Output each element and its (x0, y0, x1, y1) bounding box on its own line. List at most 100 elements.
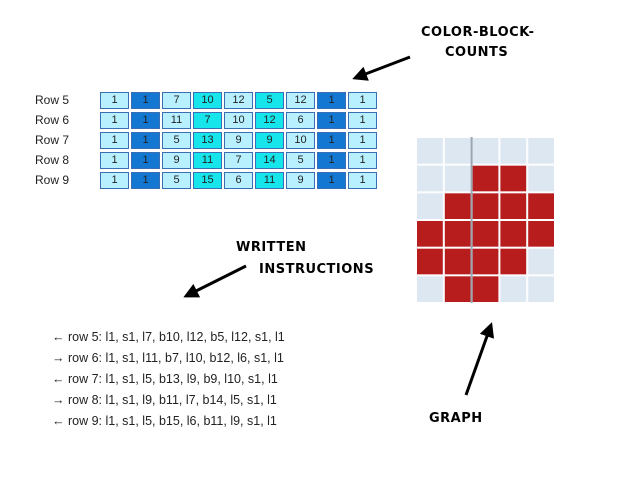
count-cell: 11 (162, 112, 191, 129)
graph-cell (443, 164, 472, 193)
count-cell: 1 (100, 172, 129, 189)
arrow-to-graph-icon (464, 322, 495, 396)
count-cell: 10 (193, 92, 222, 109)
count-cell: 1 (348, 112, 377, 129)
graph-cell (443, 220, 472, 248)
graph-cell (416, 275, 444, 303)
graph-cell (416, 192, 444, 220)
graph-cell (471, 192, 500, 220)
row-label: Row 7 (35, 133, 70, 147)
count-cell: 1 (131, 92, 160, 109)
count-cell: 7 (193, 112, 222, 129)
count-cell: 1 (100, 152, 129, 169)
row-label: Row 9 (35, 173, 70, 187)
graph-cell (443, 192, 472, 220)
count-cell: 1 (131, 112, 160, 129)
instruction-line: ← row 9: l1, s1, l5, b15, l6, b11, l9, s… (52, 414, 277, 428)
count-cell: 1 (348, 92, 377, 109)
graph-cell (527, 247, 555, 276)
instruction-line: ← row 5: l1, s1, l7, b10, l12, b5, l12, … (52, 330, 285, 344)
count-cell: 1 (317, 92, 346, 109)
count-cell: 9 (286, 172, 315, 189)
graph-cell (471, 137, 500, 165)
graph-cell (527, 192, 555, 220)
count-cell: 1 (348, 132, 377, 149)
count-cell: 5 (286, 152, 315, 169)
count-cell: 13 (193, 132, 222, 149)
written-instructions: ← row 5: l1, s1, l7, b10, l12, b5, l12, … (52, 327, 285, 432)
graph-cell (499, 220, 528, 248)
row-label: Row 5 (35, 93, 70, 107)
count-cell: 9 (162, 152, 191, 169)
count-cell: 1 (317, 112, 346, 129)
count-cell: 7 (162, 92, 191, 109)
row-label: Row 8 (35, 153, 70, 167)
graph-cell (443, 137, 472, 165)
graph-cell (416, 247, 444, 276)
count-cell: 12 (286, 92, 315, 109)
count-cell: 1 (131, 152, 160, 169)
graph-label: GRAPH (429, 411, 483, 426)
count-cell: 1 (348, 172, 377, 189)
count-cell: 1 (100, 112, 129, 129)
count-cell: 1 (348, 152, 377, 169)
graph-cell (471, 247, 500, 276)
count-cell: 14 (255, 152, 284, 169)
graph-cell (416, 137, 444, 165)
count-cell: 1 (317, 132, 346, 149)
instruction-line: ← row 7: l1, s1, l5, b13, l9, b9, l10, s… (52, 372, 278, 386)
count-cell: 1 (131, 132, 160, 149)
count-cell: 10 (286, 132, 315, 149)
instruction-line: → row 8: l1, s1, l9, b11, l7, b14, l5, s… (52, 393, 277, 407)
graph-cell (499, 164, 528, 193)
count-cell: 12 (255, 112, 284, 129)
graph-cell (471, 220, 500, 248)
color-block-counts-label-line1: COLOR-BLOCK- (421, 25, 535, 40)
count-cell: 6 (286, 112, 315, 129)
count-cell: 9 (255, 132, 284, 149)
instruction-line: → row 6: l1, s1, l11, b7, l10, b12, l6, … (52, 351, 284, 365)
count-cell: 1 (317, 152, 346, 169)
count-cell: 1 (317, 172, 346, 189)
count-cell: 9 (224, 132, 253, 149)
graph-cell (499, 137, 528, 165)
count-cell: 10 (224, 112, 253, 129)
count-cell: 1 (100, 132, 129, 149)
count-cell: 12 (224, 92, 253, 109)
count-cell: 1 (100, 92, 129, 109)
row-label: Row 6 (35, 113, 70, 127)
count-cell: 5 (162, 172, 191, 189)
pattern-graph (416, 137, 555, 303)
count-cell: 1 (131, 172, 160, 189)
graph-cell (471, 275, 500, 303)
count-cell: 15 (193, 172, 222, 189)
arrow-to-written-instructions-icon (183, 264, 247, 298)
graph-cell (499, 275, 528, 303)
graph-cell (416, 220, 444, 248)
count-cell: 5 (162, 132, 191, 149)
graph-cell (527, 164, 555, 193)
graph-cell (527, 137, 555, 165)
count-cell: 5 (255, 92, 284, 109)
count-cell: 7 (224, 152, 253, 169)
graph-cell (527, 275, 555, 303)
count-cell: 11 (193, 152, 222, 169)
graph-cell (443, 275, 472, 303)
written-instructions-label-line2: INSTRUCTIONS (259, 262, 375, 277)
count-cell: 11 (255, 172, 284, 189)
written-instructions-label-line1: WRITTEN (236, 240, 307, 255)
count-cell: 6 (224, 172, 253, 189)
color-block-counts-label-line2: COUNTS (445, 45, 509, 60)
arrow-to-color-block-counts-icon (352, 55, 411, 81)
graph-cell (443, 247, 472, 276)
graph-cell (499, 192, 528, 220)
graph-cell (499, 247, 528, 276)
graph-cell (416, 164, 444, 193)
graph-cell (527, 220, 555, 248)
